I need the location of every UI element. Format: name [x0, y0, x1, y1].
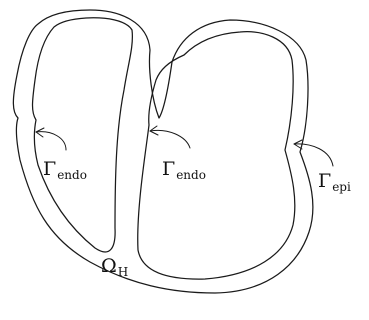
gamma-endo-left-label: Γendo — [43, 160, 87, 179]
gamma-endo-right-label: Γendo — [162, 160, 206, 179]
gamma-epi-symbol: Γ — [318, 170, 331, 192]
gamma-epi-subscript: epi — [332, 180, 351, 194]
gamma-endo-right-subscript: endo — [176, 168, 206, 182]
arrowhead-endo-left — [36, 128, 44, 137]
right-endocardium-boundary — [138, 32, 295, 279]
gamma-endo-right-symbol: Γ — [162, 158, 175, 180]
omega-h-symbol: Ω — [101, 255, 117, 277]
gamma-endo-left-subscript: endo — [57, 168, 87, 182]
omega-h-label: ΩH — [101, 257, 128, 276]
arrow-endo-left — [36, 132, 66, 150]
gamma-endo-left-symbol: Γ — [43, 158, 56, 180]
arrow-endo-right — [150, 130, 190, 148]
epicardium-boundary — [13, 10, 313, 293]
left-endocardium-boundary — [33, 18, 133, 252]
gamma-epi-label: Γepi — [318, 172, 351, 191]
omega-h-subscript: H — [118, 265, 128, 279]
